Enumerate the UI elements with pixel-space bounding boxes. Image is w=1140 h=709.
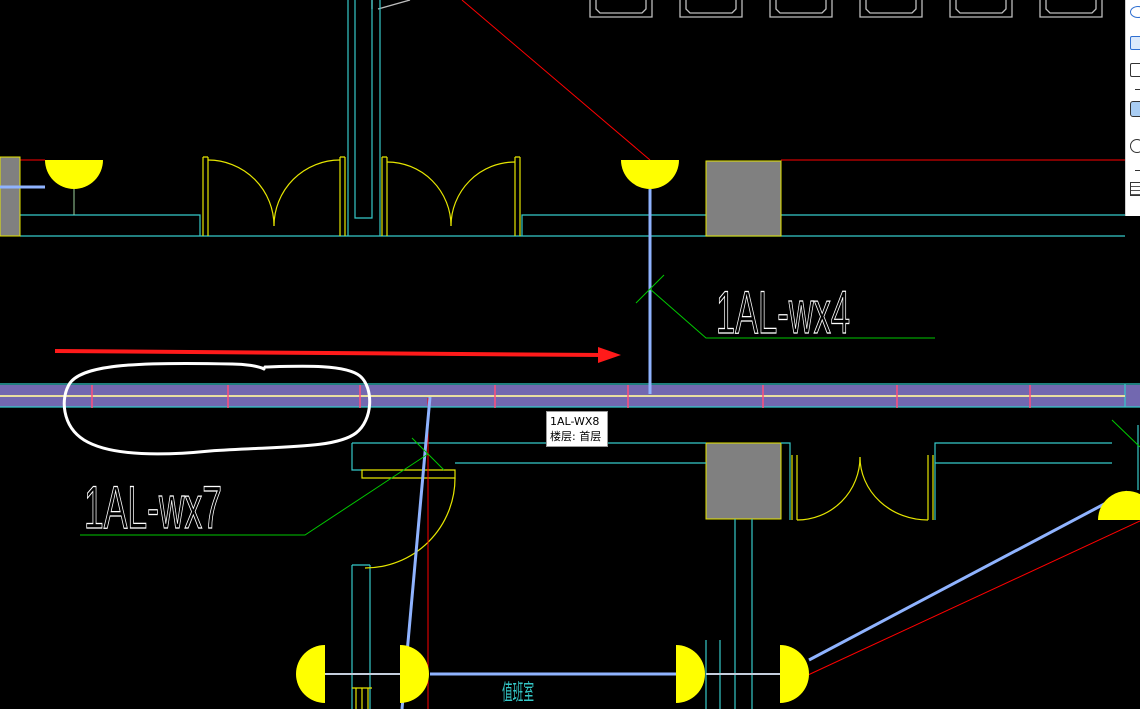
leader-right[interactable] xyxy=(1111,419,1140,448)
door-2-right-leaf[interactable] xyxy=(514,156,521,236)
furniture-fragment[interactable] xyxy=(371,0,411,10)
wall-lower-left-vertical[interactable] xyxy=(351,564,371,709)
wall-lamp-1[interactable] xyxy=(296,645,325,703)
door-4-left-swing[interactable] xyxy=(796,456,861,521)
door-1-left-leaf[interactable] xyxy=(202,156,209,236)
room-label[interactable]: 值班室 xyxy=(502,681,534,706)
box-view-icon[interactable] xyxy=(1130,101,1140,117)
furniture-item[interactable] xyxy=(769,0,833,18)
leader-1al-wx7[interactable] xyxy=(80,437,445,536)
furniture-item[interactable] xyxy=(1039,0,1103,18)
annotation-circle xyxy=(62,361,372,456)
door-4-left-leaf[interactable] xyxy=(791,455,798,520)
ceiling-lamp-center[interactable] xyxy=(621,160,679,189)
toolbar-separator xyxy=(1135,170,1140,171)
door-1-left-swing[interactable] xyxy=(207,159,275,227)
door-1-right-swing[interactable] xyxy=(273,159,341,227)
label-1al-wx7[interactable]: 1AL-wx7 xyxy=(83,473,222,541)
stair-marks[interactable] xyxy=(352,687,372,709)
column-upper-left[interactable] xyxy=(0,156,21,237)
column-lower[interactable] xyxy=(705,442,782,520)
wire-lower-right[interactable] xyxy=(808,490,1128,662)
column-upper-right[interactable] xyxy=(705,160,782,237)
red-line-diagonal[interactable] xyxy=(461,0,651,161)
furniture-item[interactable] xyxy=(589,0,653,18)
red-line-lower-right[interactable] xyxy=(807,520,1140,676)
label-1al-wx4[interactable]: 1AL-wx4 xyxy=(715,278,850,346)
right-toolbar xyxy=(1125,0,1140,216)
annotation-arrow xyxy=(54,347,621,363)
wall-lamp-4[interactable] xyxy=(780,645,809,703)
hover-tooltip: 1AL-WX8 楼层: 首层 xyxy=(546,411,608,447)
rotate-icon[interactable] xyxy=(1130,139,1140,153)
door-3-leaf[interactable] xyxy=(361,469,456,479)
wall-upper-right[interactable] xyxy=(521,214,1125,236)
door-2-left-swing[interactable] xyxy=(386,161,452,227)
ceiling-lamp-right[interactable] xyxy=(1098,491,1140,520)
tooltip-circuit: 1AL-WX8 xyxy=(550,415,600,428)
door-1-right-leaf[interactable] xyxy=(339,156,346,236)
ceiling-lamp-left[interactable] xyxy=(45,160,103,189)
orbit-icon[interactable] xyxy=(1130,6,1140,18)
toolbar-separator xyxy=(1135,89,1140,90)
door-4-right-swing[interactable] xyxy=(859,456,929,521)
furniture-item[interactable] xyxy=(859,0,923,18)
cable-tray-ticks[interactable] xyxy=(91,385,1031,408)
leader-1al-wx4[interactable] xyxy=(635,274,935,339)
door-4-right-leaf[interactable] xyxy=(927,455,934,520)
door-3-swing[interactable] xyxy=(364,477,456,569)
wall-lower-mid[interactable] xyxy=(705,442,791,709)
view-3d-icon[interactable] xyxy=(1130,36,1140,50)
door-2-left-leaf[interactable] xyxy=(381,156,388,236)
wall-pier[interactable] xyxy=(347,0,381,236)
door-2-right-swing[interactable] xyxy=(450,161,516,227)
wall-lower-left[interactable] xyxy=(351,442,706,471)
wall-lower-right[interactable] xyxy=(934,425,1139,520)
cable-tray[interactable] xyxy=(0,383,1140,408)
annotation-arrow-shaft xyxy=(54,349,603,357)
view-cube-icon[interactable] xyxy=(1130,63,1140,77)
furniture-row[interactable] xyxy=(371,0,1103,18)
wall-lamp-2[interactable] xyxy=(400,645,429,703)
tooltip-floor: 楼层: 首层 xyxy=(550,430,602,443)
furniture-item[interactable] xyxy=(679,0,743,18)
wall-lamp-3[interactable] xyxy=(676,645,705,703)
annotation-arrow-head xyxy=(598,347,621,363)
properties-icon[interactable] xyxy=(1130,182,1140,196)
wall-upper-left[interactable] xyxy=(20,214,1125,237)
furniture-item[interactable] xyxy=(949,0,1013,18)
